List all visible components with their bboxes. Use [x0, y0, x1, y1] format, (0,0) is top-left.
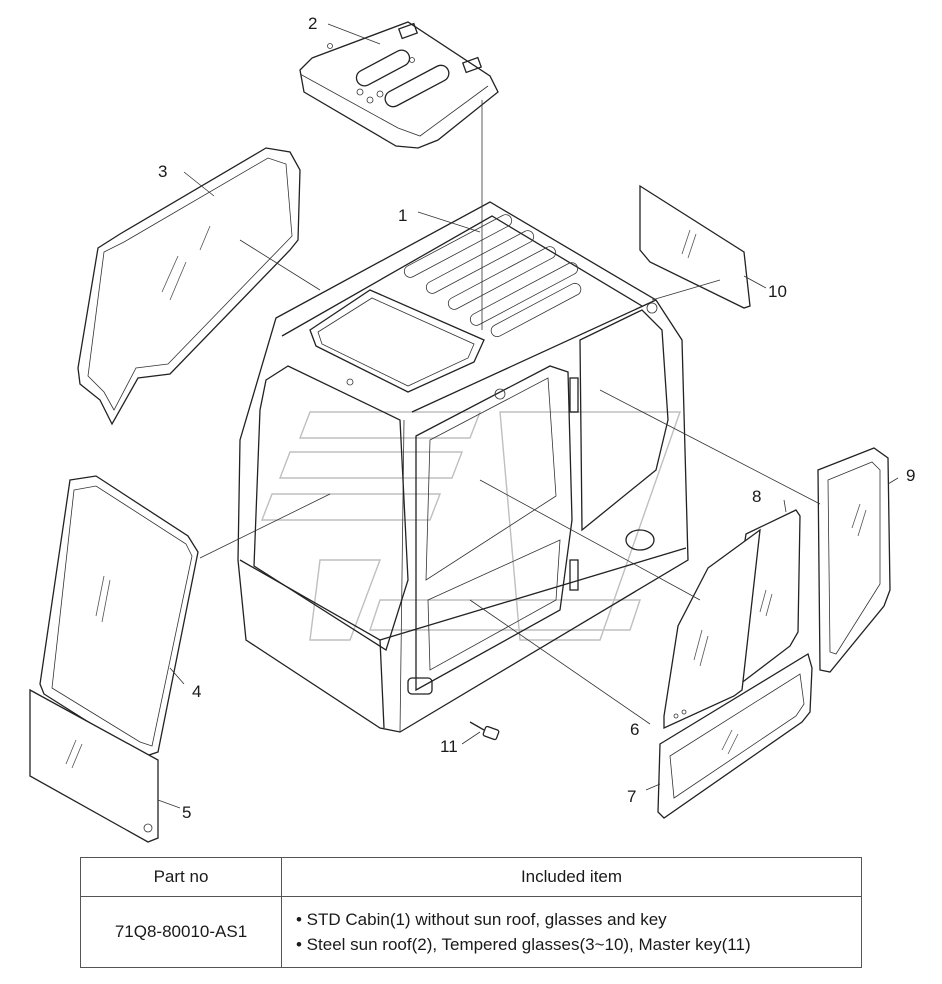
part-glass-4 [39, 475, 199, 757]
callout-11: 11 [440, 737, 458, 756]
header-included-item: Included item [281, 857, 862, 897]
parts-table: Part no Included item 71Q8-80010-AS1 • S… [80, 857, 862, 968]
header-part-no: Part no [80, 857, 282, 897]
included-item-line: • Steel sun roof(2), Tempered glasses(3~… [296, 935, 751, 954]
part-glass-6 [663, 528, 761, 730]
part-glass-5 [29, 688, 159, 843]
part-glass-7 [657, 653, 813, 819]
leader-lines [157, 23, 899, 809]
callout-7: 7 [627, 787, 636, 806]
part-glass-3 [77, 147, 301, 426]
table-header-row: Part no Included item [80, 857, 862, 897]
watermark-logo [260, 411, 681, 641]
callout-10: 10 [768, 282, 787, 301]
callout-1: 1 [398, 206, 407, 225]
callout-8: 8 [752, 487, 761, 506]
included-item-line: • STD Cabin(1) without sun roof, glasses… [296, 910, 667, 929]
callout-6: 6 [630, 720, 639, 739]
included-items-cell: • STD Cabin(1) without sun roof, glasses… [281, 896, 862, 968]
cabin-exploded-diagram: 1 2 3 4 5 6 7 8 9 10 11 [29, 14, 915, 843]
part-number-cell: 71Q8-80010-AS1 [80, 896, 282, 968]
part-master-key [469, 721, 500, 741]
callout-5: 5 [182, 803, 191, 822]
callout-9: 9 [906, 466, 915, 485]
callout-2: 2 [308, 14, 317, 33]
table-row: 71Q8-80010-AS1 • STD Cabin(1) without su… [80, 896, 862, 968]
callout-4: 4 [192, 682, 201, 701]
part-sun-roof [299, 21, 499, 149]
part-glass-9 [817, 447, 891, 673]
callout-3: 3 [158, 162, 167, 181]
part-glass-10 [639, 184, 751, 309]
part-cabin-body [237, 201, 689, 733]
